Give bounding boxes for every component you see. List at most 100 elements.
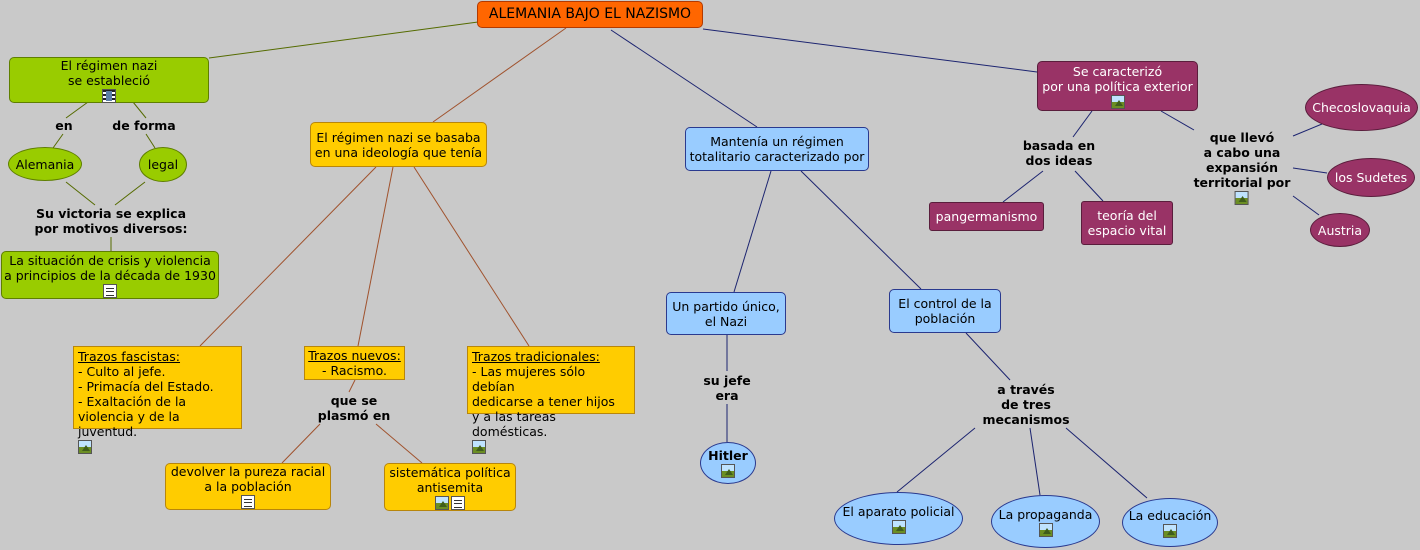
node-text-line: a la población [204, 479, 292, 494]
node-text-line: dedicarse a tener hijos [472, 394, 615, 409]
node-text-line: Un partido único, [672, 298, 780, 314]
document-icon[interactable] [241, 495, 255, 509]
node-los-sudetes[interactable]: los Sudetes [1327, 158, 1415, 197]
node-text-line: Hitler [708, 448, 748, 463]
node-text-line: espacio vital [1087, 223, 1167, 238]
label-text-line: Su victoria se explica [35, 206, 187, 221]
node-text-line: se estableció [67, 72, 151, 88]
node-aparato-policial[interactable]: El aparato policial [834, 492, 963, 545]
image-icon[interactable] [1234, 191, 1249, 205]
main-title-node[interactable]: ALEMANIA BAJO EL NAZISMO [477, 1, 703, 28]
node-text-line: Se caracterizó [1072, 63, 1163, 79]
document-icon[interactable] [103, 283, 117, 298]
attachment-icons [891, 519, 906, 534]
node-partido-unico[interactable]: Un partido único,el Nazi [666, 292, 786, 335]
node-legal[interactable]: legal [139, 147, 187, 182]
node-austria[interactable]: Austria [1310, 213, 1370, 247]
attachment-icons [472, 440, 486, 454]
node-text-line: legal [147, 157, 179, 172]
node-text-line: totalitario caracterizado por [689, 149, 865, 164]
node-text-line: pangermanismo [935, 209, 1038, 224]
label-text-line: mecanismos [982, 412, 1070, 427]
node-text-line: - Exaltación de la [78, 394, 187, 409]
label-text-line: que llevó [1209, 130, 1275, 145]
node-alemania[interactable]: Alemania [8, 147, 82, 181]
node-text-line: - Las mujeres sólo debían [472, 364, 586, 394]
node-hitler[interactable]: Hitler [700, 442, 756, 484]
attachment-icons [1110, 94, 1125, 109]
node-text-line: y a las tareas domésticas. [472, 409, 556, 439]
node-trazos-tradicionales[interactable]: Trazos tradicionales:- Las mujeres sólo … [467, 346, 635, 454]
node-text-line: La situación de crisis y violencia [9, 252, 211, 268]
node-text-line: antisemita [416, 479, 484, 495]
image-icon[interactable] [435, 495, 449, 510]
image-icon[interactable] [891, 519, 906, 534]
label-text-line: territorial por [1193, 175, 1291, 190]
main-title-text: ALEMANIA BAJO EL NAZISMO [488, 6, 692, 22]
attachment-icons [1038, 522, 1053, 537]
label-text-line: a cabo una [1203, 145, 1281, 160]
node-text-line: Alemania [15, 156, 75, 172]
node-text-line: población [914, 311, 976, 326]
label-text-line: plasmó en [317, 408, 391, 423]
label-text-line: que se [330, 393, 378, 408]
node-text-line: Checoslovaquia [1312, 100, 1411, 115]
node-educacion[interactable]: La educación [1122, 498, 1218, 547]
node-text-line: La propaganda [998, 506, 1093, 522]
node-pangermanismo[interactable]: pangermanismo [929, 202, 1044, 231]
image-icon[interactable] [472, 440, 486, 454]
node-text-line: Austria [1317, 222, 1363, 238]
node-text-line: sistemática política [389, 464, 511, 480]
node-text-line: violencia y de la juventud. [78, 409, 180, 439]
attachment-icons [103, 283, 117, 298]
image-icon[interactable] [78, 440, 92, 454]
node-text-line: - Racismo. [322, 363, 387, 378]
film-icon[interactable] [102, 88, 116, 103]
node-text-line: en una ideología que tenía [314, 144, 483, 160]
label-text-line: dos ideas [1025, 153, 1093, 168]
label-text-line: a través [997, 382, 1055, 397]
node-trazos-fascistas[interactable]: Trazos fascistas:- Culto al jefe.- Prima… [73, 346, 242, 454]
node-text-line: - Primacía del Estado. [78, 379, 214, 394]
image-icon[interactable] [721, 464, 735, 478]
label-text-line: en [55, 118, 73, 133]
link-label-en: en [55, 118, 72, 133]
node-checoslovaquia[interactable]: Checoslovaquia [1305, 84, 1418, 131]
node-text-line: Trazos nuevos: [308, 348, 401, 363]
node-text-line: teoría del [1097, 208, 1157, 223]
node-text-line: El régimen nazi [60, 57, 158, 73]
node-trazos-nuevos[interactable]: Trazos nuevos:- Racismo. [304, 346, 405, 380]
label-text-line: de tres [1001, 397, 1051, 412]
attachment-icons [435, 495, 465, 510]
attachment-icons [78, 440, 92, 454]
attachment-icons [1234, 191, 1249, 205]
attachment-icons [241, 495, 255, 509]
node-text-line: por una política exterior [1042, 78, 1193, 94]
node-text-line: Trazos tradicionales: [472, 349, 600, 364]
node-text-line: a principios de la década de 1930 [4, 267, 216, 283]
node-text-line: El régimen nazi se basaba [316, 129, 481, 145]
image-icon[interactable] [1110, 94, 1125, 109]
node-propaganda[interactable]: La propaganda [991, 495, 1100, 548]
label-text-line: de forma [112, 118, 176, 133]
image-icon[interactable] [1038, 522, 1053, 537]
document-icon[interactable] [451, 495, 465, 510]
image-icon[interactable] [1163, 523, 1177, 538]
node-text-line: los Sudetes [1334, 170, 1408, 185]
label-text-line: por motivos diversos: [34, 221, 188, 236]
